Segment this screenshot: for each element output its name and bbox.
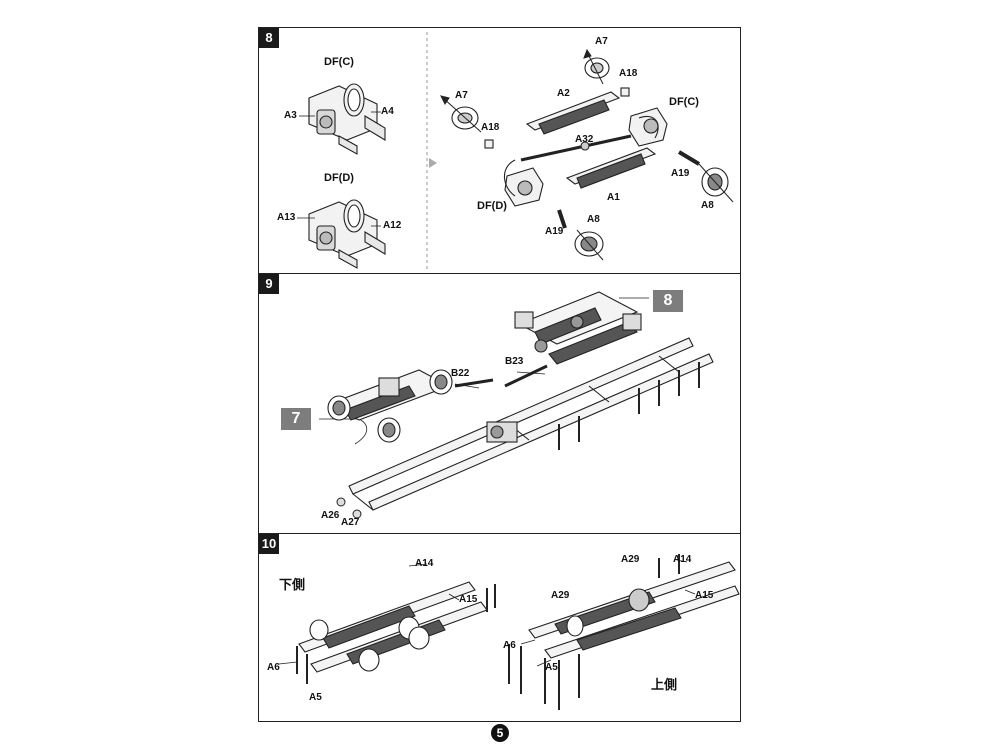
label-a26: A26: [321, 510, 340, 521]
label-a5-right: A5: [545, 662, 558, 673]
label-b22: B22: [451, 368, 470, 379]
front-bogie-drawing: [327, 369, 453, 443]
label-a14-left: A14: [415, 558, 434, 569]
rear-bogie-drawing: [514, 291, 642, 365]
label-a15-left: A15: [459, 594, 478, 605]
chassis-frame-drawing: [348, 337, 714, 511]
label-a27: A27: [341, 517, 360, 528]
step-9-badge: 9: [259, 274, 279, 294]
page-number: 5: [491, 724, 509, 742]
label-a1: A1: [607, 192, 620, 203]
label-a5-left: A5: [309, 692, 322, 703]
label-a2: A2: [557, 88, 570, 99]
chassis-bottom-view-drawing: [296, 581, 496, 684]
label-a19-bottom: A19: [545, 226, 564, 237]
label-a7-top: A7: [595, 36, 608, 47]
step-9-panel: 9: [258, 273, 741, 535]
label-df-c-right: DF(C): [669, 96, 699, 108]
callout-step-8: 8: [653, 290, 683, 312]
label-a18-left: A18: [481, 122, 500, 133]
label-a19-right: A19: [671, 168, 690, 179]
step-8-badge: 8: [259, 28, 279, 48]
label-bottom-side: 下側: [279, 578, 306, 593]
step-10-drawing: [278, 554, 740, 710]
label-a32: A32: [575, 134, 594, 145]
label-b23: B23: [505, 356, 524, 367]
label-df-d-right: DF(D): [477, 200, 507, 212]
label-a8-bottom: A8: [587, 214, 600, 225]
df-d-bogie-drawing: [308, 199, 386, 269]
label-df-c-left: DF(C): [324, 56, 354, 68]
label-a13: A13: [277, 212, 296, 223]
label-a7-left: A7: [455, 90, 468, 101]
label-top-side: 上側: [651, 678, 678, 693]
step-10-panel: 10: [258, 533, 741, 722]
chassis-top-view-drawing: [508, 554, 740, 710]
label-a3: A3: [284, 110, 297, 121]
label-a15-right: A15: [695, 590, 714, 601]
label-df-d-left: DF(D): [324, 172, 354, 184]
step-8-drawing: [297, 32, 734, 272]
drive-shafts-drawing: [454, 364, 548, 388]
rear-axle-assembly-drawing: [451, 57, 729, 257]
label-a29-mid: A29: [551, 590, 570, 601]
df-c-bogie-drawing: [308, 83, 386, 155]
step-8-panel: 8: [258, 27, 741, 275]
callout-step-7: 7: [281, 408, 311, 430]
label-a14-right: A14: [673, 554, 692, 565]
step-arrow-icon: [429, 158, 437, 168]
label-a18-top: A18: [619, 68, 638, 79]
label-a6-right: A6: [503, 640, 516, 651]
label-a6-left: A6: [267, 662, 280, 673]
label-a29-top: A29: [621, 554, 640, 565]
step-10-badge: 10: [259, 534, 279, 554]
label-a4: A4: [381, 106, 394, 117]
label-a12: A12: [383, 220, 402, 231]
step-9-drawing: [319, 291, 714, 519]
label-a8-right: A8: [701, 200, 714, 211]
